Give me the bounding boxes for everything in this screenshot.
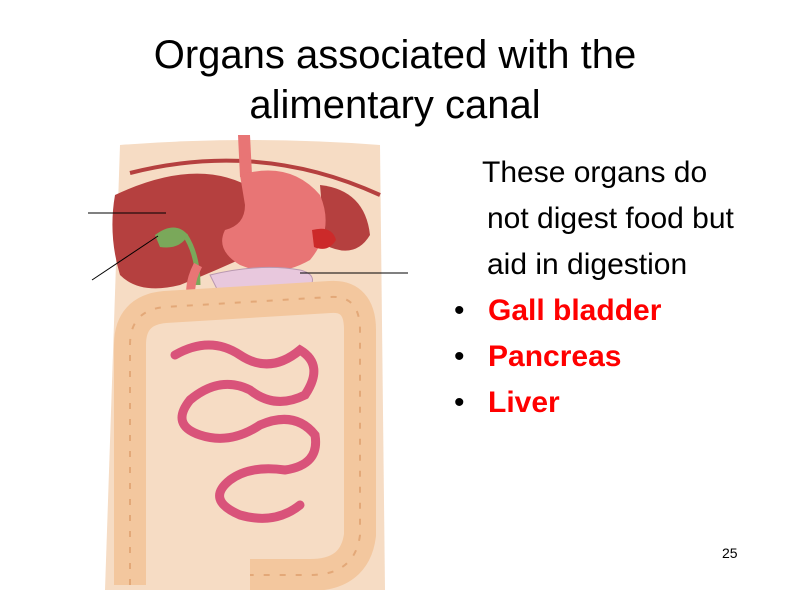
stomach [222,170,326,272]
bullet-liver: Liver [488,386,560,419]
bullet-gall-bladder: Gall bladder [488,294,662,327]
bullet-icon: • [454,340,465,373]
large-intestine [114,280,376,590]
bullet-icon: • [454,386,465,419]
list-item: • Liver [452,380,792,426]
gall-bladder [155,227,188,248]
bullet-icon: • [454,294,465,327]
intro-text: These organs do not digest food but aid … [452,150,792,288]
spleen [312,228,336,249]
intro-line-2: not digest food but [487,202,734,235]
bullet-pancreas: Pancreas [488,340,622,373]
organ-list: • Gall bladder • Pancreas • Liver [452,288,792,426]
text-column: These organs do not digest food but aid … [452,150,792,426]
intro-line-3: aid in digestion [487,248,688,281]
small-intestine [170,340,321,523]
page-number: 25 [722,545,738,561]
title-line-2: alimentary canal [249,83,541,127]
bile-duct [182,233,201,286]
digestive-system-illustration [80,135,420,590]
list-item: • Pancreas [452,334,792,380]
slide-title: Organs associated with the alimentary ca… [60,30,730,130]
esophagus [238,135,252,177]
title-line-1: Organs associated with the [153,33,637,77]
diaphragm [129,158,381,197]
intro-line-1: These organs do [482,156,708,189]
list-item: • Gall bladder [452,288,792,334]
